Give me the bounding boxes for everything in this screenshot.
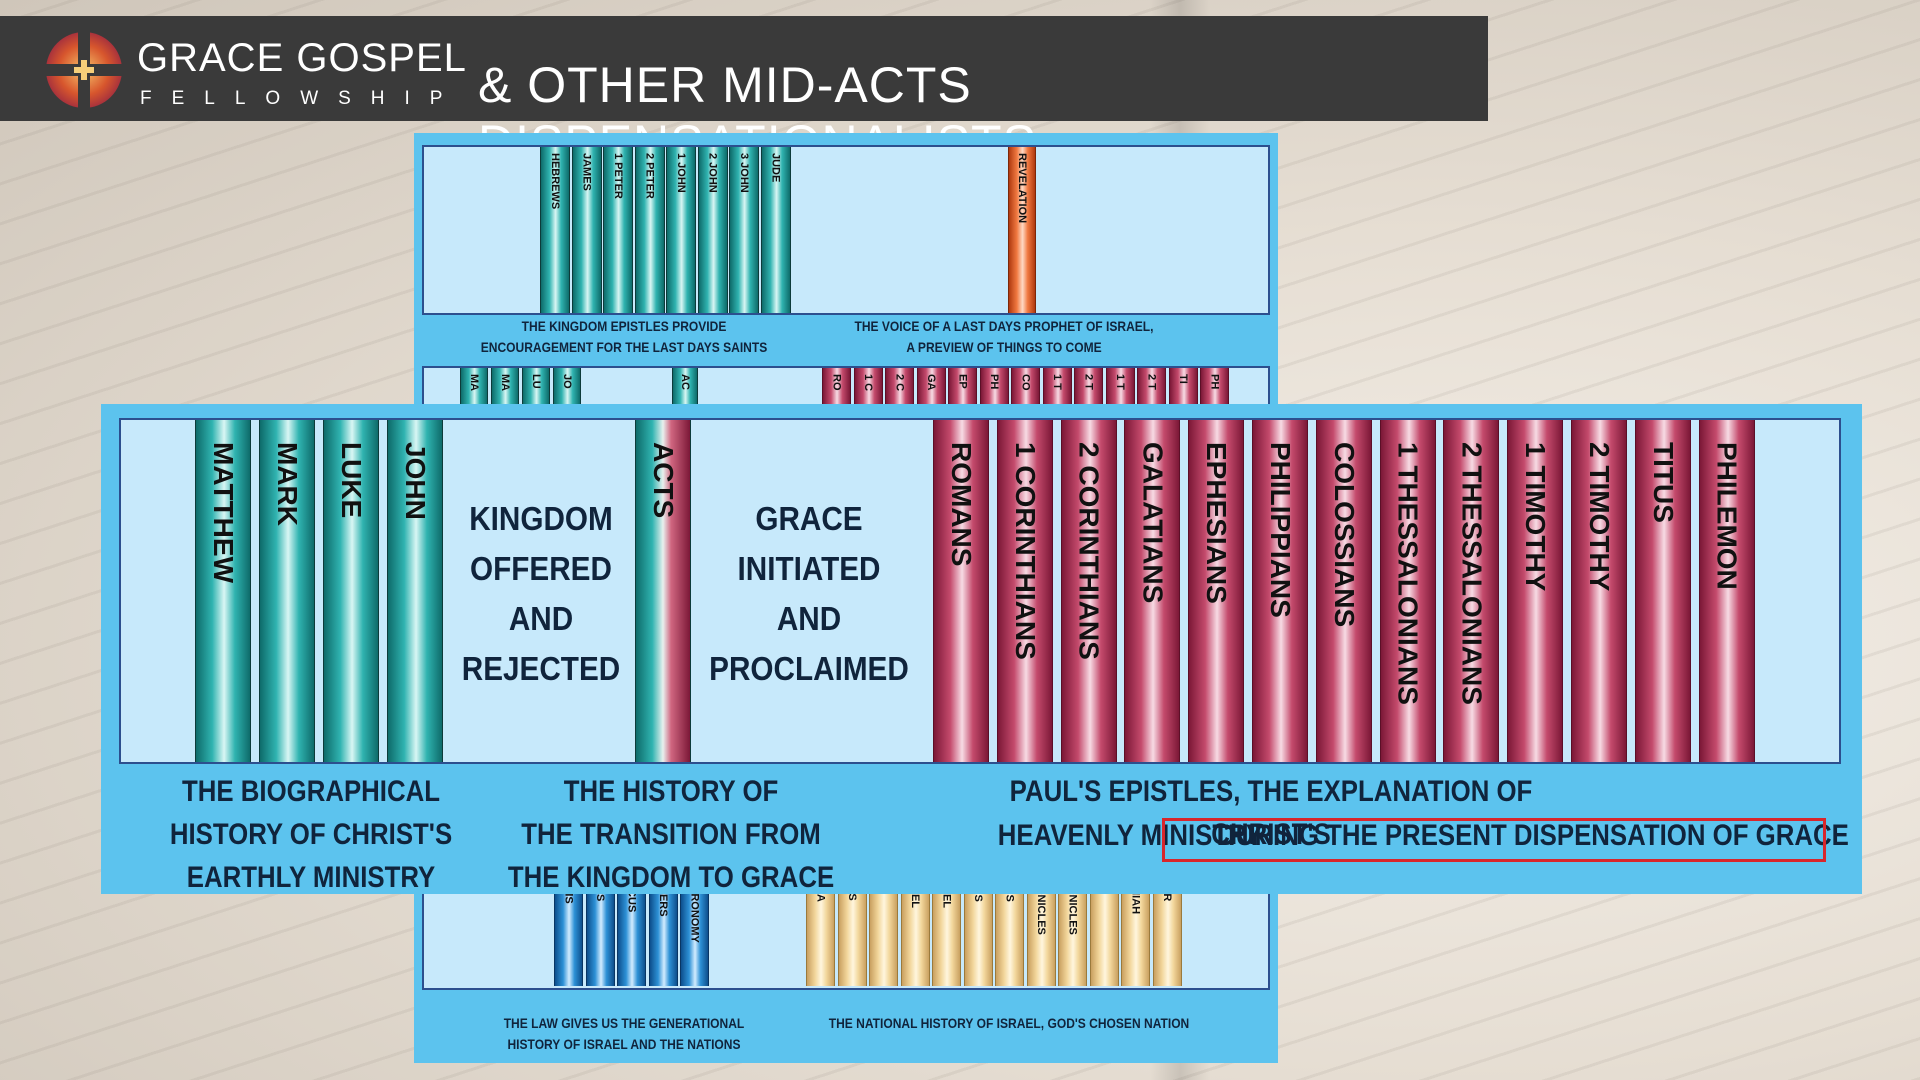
book-james: JAMES: [572, 147, 602, 313]
brand-subtitle: FELLOWSHIP: [140, 88, 462, 110]
cross-logo-icon: [44, 30, 124, 110]
caption-transition: THE HISTORY OF THE TRANSITION FROM THE K…: [508, 770, 835, 899]
kingdom-offered-text: KINGDOM OFFERED AND REJECTED: [451, 494, 631, 694]
caption-law: THE LAW GIVES US THE GENERATIONAL HISTOR…: [478, 1013, 770, 1055]
history-book: ER: [1153, 880, 1182, 986]
caption-kingdom-epistles: THE KINGDOM EPISTLES PROVIDE ENCOURAGEME…: [478, 316, 770, 358]
history-book: UEL: [932, 880, 961, 986]
book-ephesians: EPHESIANS: [1188, 420, 1244, 762]
book-colossians: COLOSSIANS: [1316, 420, 1372, 762]
history-book: GS: [995, 880, 1024, 986]
history-book: MIAH: [1121, 880, 1150, 986]
bottom-chart-panel: SISUSICUSBERSERONOMYUAESUELUELGSGSONICLE…: [414, 880, 1278, 1063]
book-2-corinthians: 2 CORINTHIANS: [1061, 420, 1117, 762]
book-2-peter: 2 PETER: [635, 147, 665, 313]
book-1-timothy: 1 TIMOTHY: [1507, 420, 1563, 762]
book-romans: ROMANS: [933, 420, 989, 762]
history-book: ONICLES: [1058, 880, 1087, 986]
book-titus: TITUS: [1635, 420, 1691, 762]
grace-initiated-text: GRACE INITIATED AND PROCLAIMED: [701, 494, 917, 694]
brand-name: GRACE GOSPEL: [137, 36, 467, 81]
book-2-thessalonians: 2 THESSALONIANS: [1443, 420, 1499, 762]
book-revelation: REVELATION: [1008, 147, 1036, 313]
header-bar: GRACE GOSPEL FELLOWSHIP & OTHER MID-ACTS…: [0, 16, 1488, 121]
history-book: UEL: [901, 880, 930, 986]
book-1-thessalonians: 1 THESSALONIANS: [1380, 420, 1436, 762]
book-galatians: GALATIANS: [1124, 420, 1180, 762]
book-jude: JUDE: [761, 147, 791, 313]
book-1-peter: 1 PETER: [603, 147, 633, 313]
caption-national-history: THE NATIONAL HISTORY OF ISRAEL, GOD'S CH…: [807, 1013, 1211, 1034]
history-book: ES: [838, 880, 867, 986]
book-1-john: 1 JOHN: [666, 147, 696, 313]
history-book: [1090, 880, 1119, 986]
history-book: GS: [964, 880, 993, 986]
book-1-corinthians: 1 CORINTHIANS: [997, 420, 1053, 762]
book-matthew: MATTHEW: [195, 420, 251, 762]
caption-biographical: THE BIOGRAPHICAL HISTORY OF CHRIST'S EAR…: [165, 770, 457, 899]
history-book: [869, 880, 898, 986]
book-2-john: 2 JOHN: [698, 147, 728, 313]
book-john: JOHN: [387, 420, 443, 762]
book-philemon: PHILEMON: [1699, 420, 1755, 762]
history-book: ONICLES: [1027, 880, 1056, 986]
book-luke: LUKE: [323, 420, 379, 762]
book-hebrews: HEBREWS: [540, 147, 570, 313]
book-acts: ACTS: [635, 420, 691, 762]
book-mark: MARK: [259, 420, 315, 762]
book-3-john: 3 JOHN: [729, 147, 759, 313]
book-2-timothy: 2 TIMOTHY: [1571, 420, 1627, 762]
caption-revelation: THE VOICE OF A LAST DAYS PROPHET OF ISRA…: [841, 316, 1168, 358]
book-philippians: PHILIPPIANS: [1252, 420, 1308, 762]
highlight-box: [1162, 818, 1826, 862]
